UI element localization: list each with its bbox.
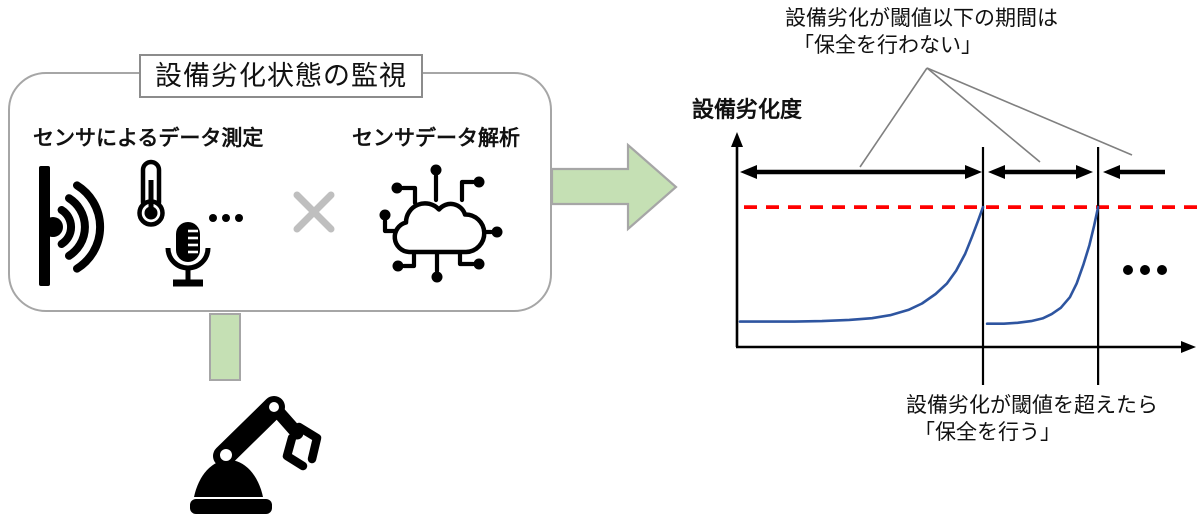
- down-connector: [209, 313, 241, 381]
- period-arrow: [740, 165, 982, 179]
- sensor-section-heading: センサによるデータ測定: [33, 127, 264, 150]
- chart-y-axis-label: 設備劣化度: [692, 97, 803, 122]
- annotation-maintenance: 設備劣化が閾値を超えたら 「保全を行う」: [906, 392, 1158, 446]
- continuation-dots: [1123, 265, 1167, 275]
- annotation-line: 設備劣化が閾値以下の期間は: [785, 7, 1058, 30]
- annotation-line: 設備劣化が閾値を超えたら: [906, 394, 1158, 417]
- monitoring-panel: [8, 72, 552, 312]
- analysis-section-heading: センサデータ解析: [352, 127, 520, 150]
- period-arrow: [988, 165, 1093, 179]
- annotation-pointer: [859, 67, 1133, 168]
- annotation-line: 「保全を行う」: [914, 421, 1061, 444]
- x-axis: [736, 341, 1196, 353]
- degradation-curve: [738, 205, 985, 323]
- panel-title: 設備劣化状態の監視: [139, 54, 423, 98]
- period-arrow: [1103, 165, 1165, 179]
- robot-arm-icon: [190, 396, 322, 514]
- flow-arrow-right-icon: [550, 142, 678, 232]
- annotation-no-maintenance: 設備劣化が閾値以下の期間は 「保全を行わない」: [785, 5, 1058, 59]
- annotation-line: 「保全を行わない」: [793, 34, 982, 57]
- y-axis: [731, 132, 743, 347]
- degradation-curve: [985, 205, 1100, 325]
